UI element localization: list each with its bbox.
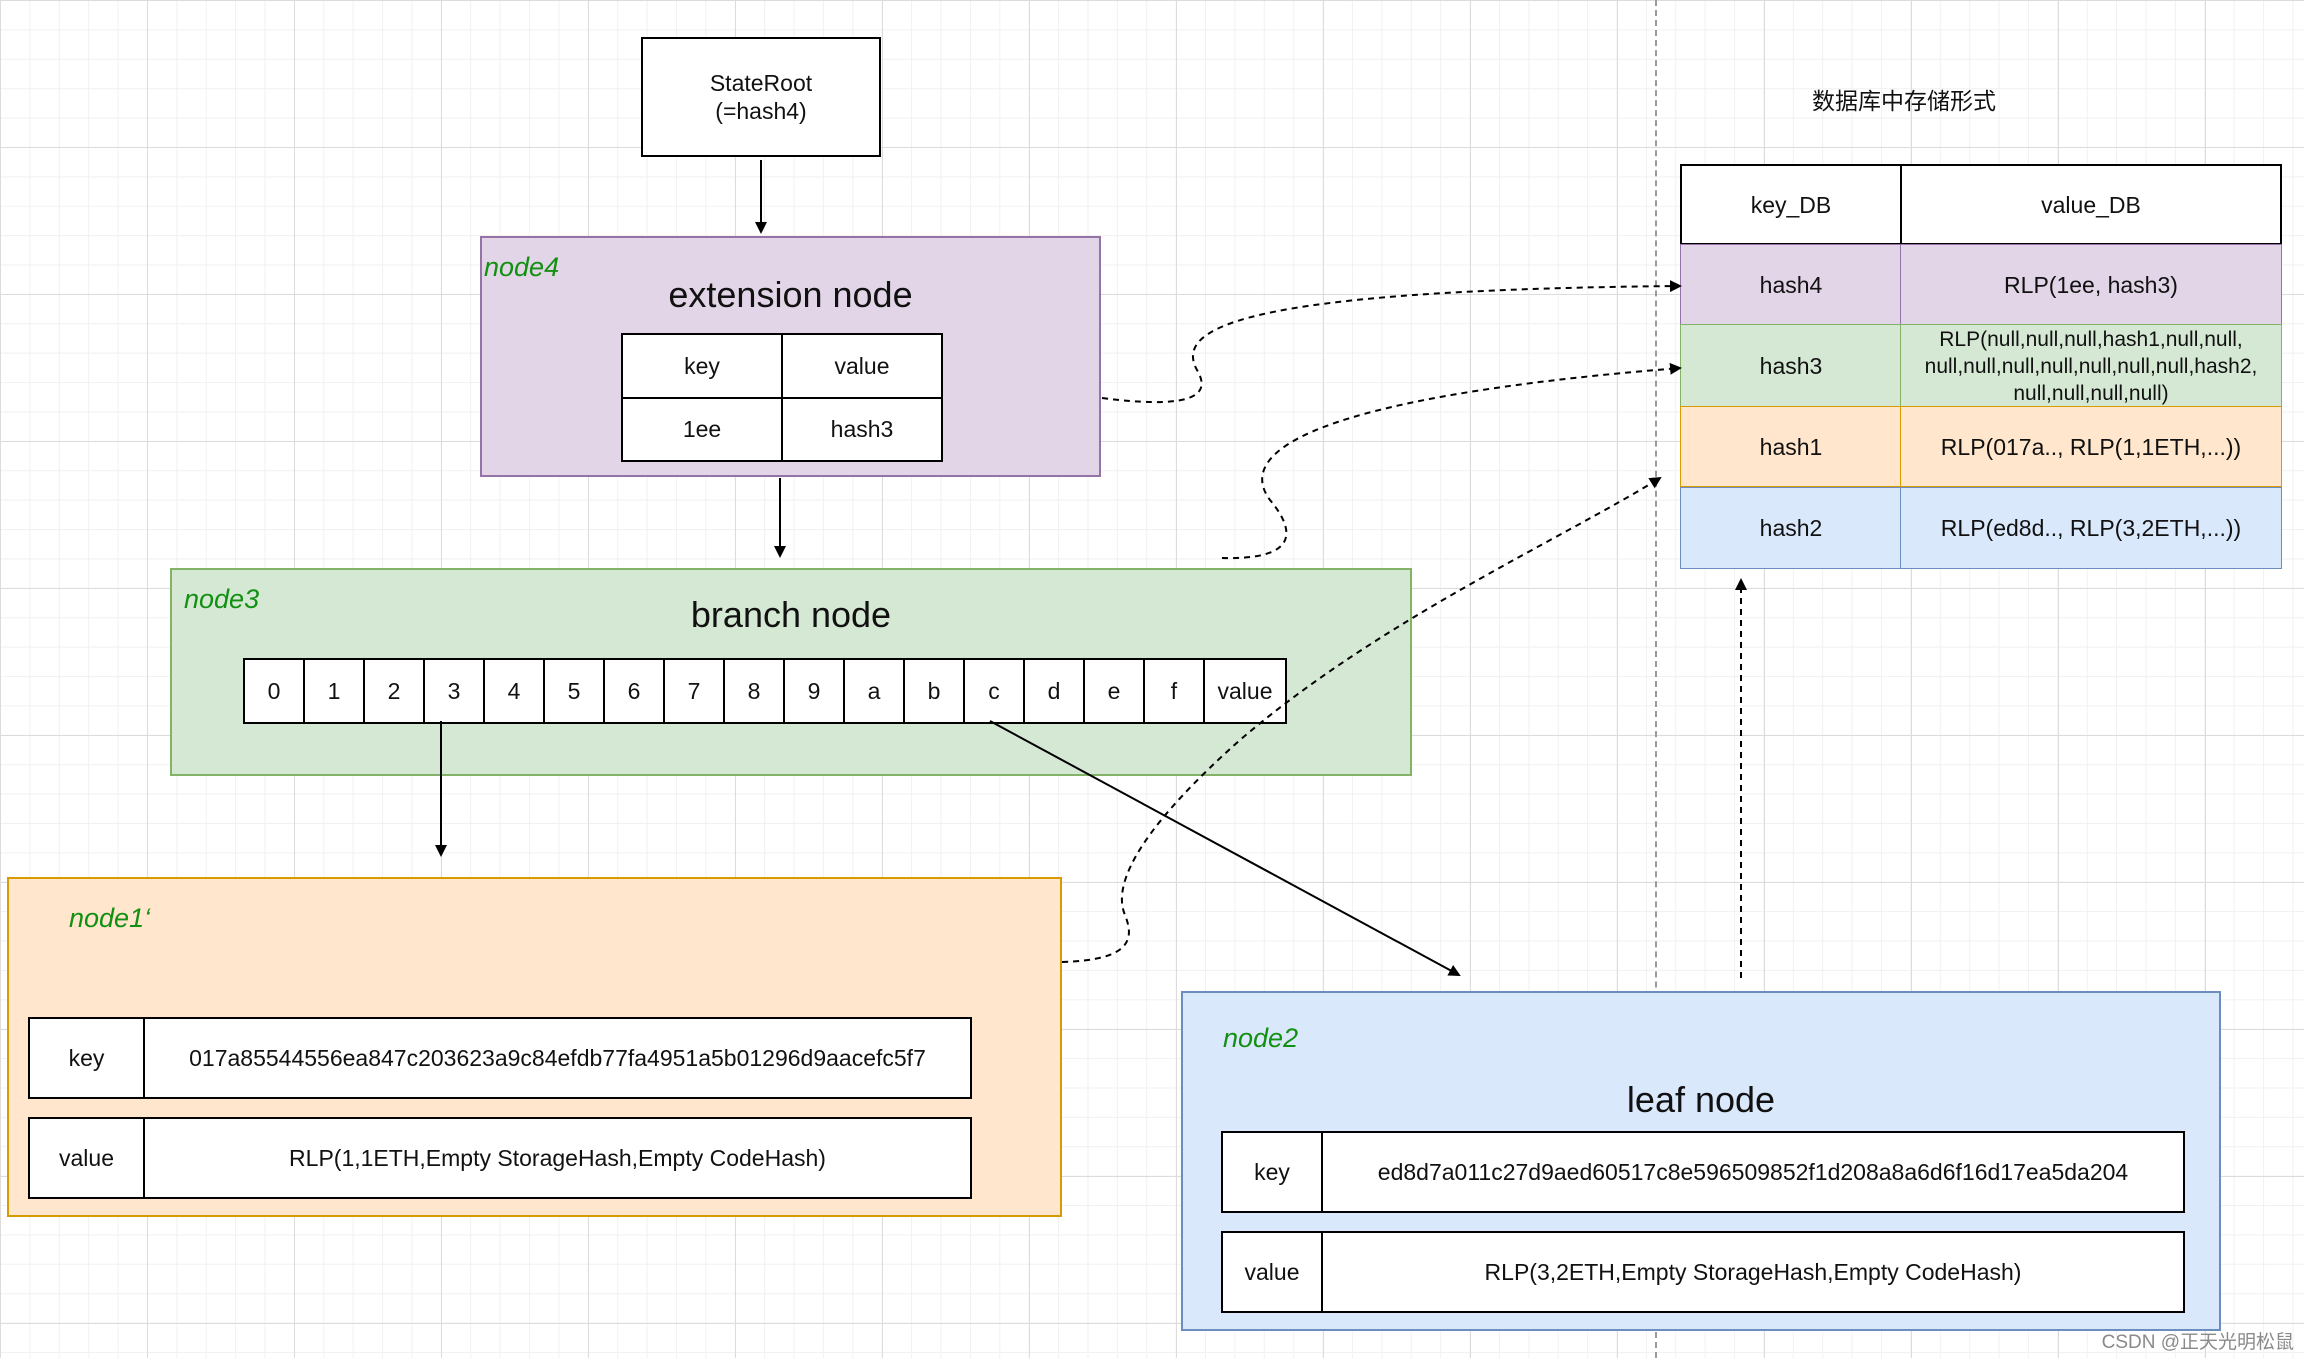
state-root-title: StateRoot [709,70,813,96]
branch-slot-9: 9 [783,658,845,724]
node1-value-label: value [28,1117,145,1199]
branch-slot-e: e [1083,658,1145,724]
db-row-hash3-key: hash3 [1680,324,1902,408]
dashed-node3-to-hash3 [1221,362,1682,560]
branch-slot-d: d [1023,658,1085,724]
db-row-hash2-value: RLP(ed8d.., RLP(3,2ETH,...)) [1900,487,2282,569]
node4-title: extension node [668,274,913,315]
branch-slot-5: 5 [543,658,605,724]
state-root-box: StateRoot (=hash4) [641,37,881,157]
node4-value-cell: hash3 [781,397,943,462]
node3-label: node3 [184,584,260,614]
branch-slot-b: b [903,658,965,724]
node4-key-cell: 1ee [621,397,783,462]
branch-slot-8: 8 [723,658,785,724]
node2-key-value: ed8d7a011c27d9aed60517c8e596509852f1d208… [1321,1131,2185,1213]
node1-label: node1‘ [69,903,151,933]
node4-value-header: value [781,333,943,399]
db-row-hash2-key: hash2 [1680,487,1902,569]
branch-slot-4: 4 [483,658,545,724]
node1-key-value: 017a85544556ea847c203623a9c84efdb77fa495… [143,1017,972,1099]
branch-slot-1: 1 [303,658,365,724]
node4-table: key value 1ee hash3 [621,333,943,462]
db-title: 数据库中存储形式 [1812,88,1996,114]
db-row-hash3-value-line1: RLP(null,null,null,hash1,null,null, [1939,327,2243,351]
node4-key-header: key [621,333,783,399]
node1-key-label: key [28,1017,145,1099]
branch-slot-value: value [1203,658,1287,724]
db-row-hash3-value-line3: null,null,null,null) [2013,381,2169,405]
db-row-hash4-key: hash4 [1680,244,1902,326]
branch-slot-3: 3 [423,658,485,724]
db-table: key_DB value_DB hash4 RLP(1ee, hash3) ha… [1680,164,2282,569]
db-row-hash3-value: RLP(null,null,null,hash1,null,null, null… [1900,324,2282,408]
state-root-subtitle: (=hash4) [715,98,807,124]
branch-slot-f: f [1143,658,1205,724]
dashed-node4-to-hash4 [1101,280,1682,404]
branch-slot-2: 2 [363,658,425,724]
node4-label: node4 [484,252,560,282]
db-value-header: value_DB [1900,164,2282,245]
db-row-hash1-key: hash1 [1680,406,1902,487]
branch-slot-c: c [963,658,1025,724]
branch-slot-a: a [843,658,905,724]
node4-extension-node: node4 extension node key value 1ee hash3 [480,236,1101,477]
node2-leaf-node: node2 leaf node key ed8d7a011c27d9aed605… [1181,991,2221,1331]
node2-title: leaf node [1626,1079,1776,1120]
node3-title: branch node [690,594,892,635]
branch-slot-7: 7 [663,658,725,724]
branch-slot-6: 6 [603,658,665,724]
db-row-hash3-value-line2: null,null,null,null,null,null,null,hash2… [1924,354,2258,378]
node2-value-value: RLP(3,2ETH,Empty StorageHash,Empty CodeH… [1321,1231,2185,1313]
db-row-hash1-value: RLP(017a.., RLP(1,1ETH,...)) [1900,406,2282,487]
node2-label: node2 [1223,1023,1299,1053]
branch-slot-0: 0 [243,658,305,724]
watermark: CSDN @正天光明松鼠 [2101,1332,2294,1353]
db-key-header: key_DB [1680,164,1902,245]
node1-leaf-node: node1‘ key 017a85544556ea847c203623a9c84… [7,877,1062,1217]
node2-value-label: value [1221,1231,1323,1313]
db-row-hash4-value: RLP(1ee, hash3) [1900,244,2282,326]
node1-value-value: RLP(1,1ETH,Empty StorageHash,Empty CodeH… [143,1117,972,1199]
node2-key-label: key [1221,1131,1323,1213]
